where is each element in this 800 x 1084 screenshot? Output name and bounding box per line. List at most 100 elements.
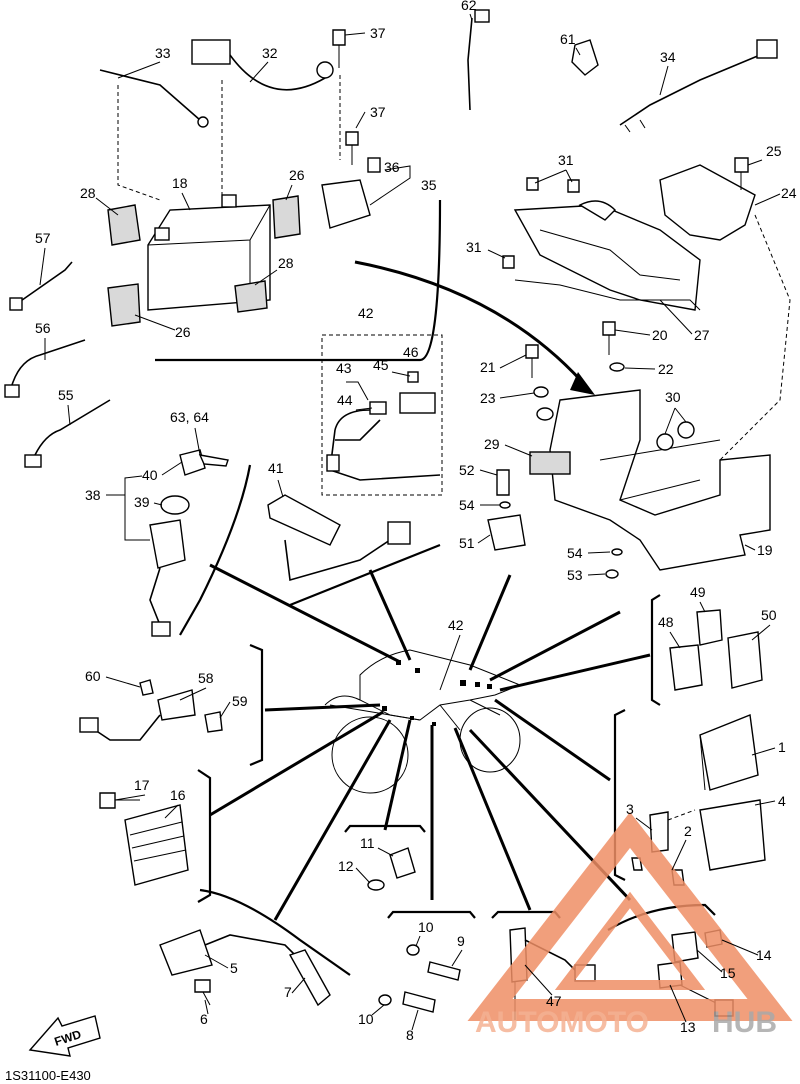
callout-31b: 31 (466, 239, 482, 255)
battery-pad-28b (234, 280, 268, 313)
callout-31a: 31 (558, 152, 574, 168)
callout-53: 53 (567, 567, 583, 583)
bracket-24 (659, 164, 756, 241)
callout-41: 41 (268, 460, 284, 476)
callout-26a: 26 (289, 167, 305, 183)
battery-pad-26b (107, 283, 141, 327)
rectifier-16 (124, 804, 189, 886)
callout-59: 59 (232, 693, 248, 709)
callout-32: 32 (262, 45, 278, 61)
callout-4: 4 (778, 793, 786, 809)
battery-box-bracket-27 (513, 204, 701, 311)
callout-9: 9 (457, 933, 465, 949)
ecu-group (613, 709, 766, 886)
callout-62: 62 (461, 0, 477, 13)
collar-22 (609, 362, 625, 372)
callout-61: 61 (560, 31, 576, 47)
arrow-to-box (354, 260, 587, 387)
callout-40: 40 (142, 467, 158, 483)
callout-48: 48 (658, 614, 674, 630)
callout-57: 57 (35, 230, 51, 246)
rectifier-group (99, 769, 212, 903)
wire-harness-detail (321, 334, 443, 496)
callout-43: 43 (336, 360, 352, 376)
ignition-coil-bracket (199, 888, 351, 976)
battery-cable-positive (229, 54, 326, 91)
callout-23: 23 (480, 390, 496, 406)
flasher-group (267, 494, 441, 607)
callout-20: 20 (652, 327, 668, 343)
battery-pad-26 (272, 195, 301, 239)
callout-46: 46 (403, 344, 419, 360)
callout-14: 14 (756, 947, 772, 963)
starter-relay (321, 179, 371, 229)
callout-11: 11 (360, 835, 375, 851)
callout-54a: 54 (459, 497, 475, 513)
sensor-58-bracket (249, 643, 264, 767)
ecu-1 (699, 714, 759, 791)
callout-34: 34 (660, 49, 676, 65)
motorcycle-outline (324, 649, 522, 794)
relay-49 (696, 609, 723, 646)
watermark-text-hub: HUB (712, 1006, 777, 1039)
callout-42b: 42 (448, 617, 464, 633)
callout-16: 16 (170, 787, 186, 803)
ignition-coil-5 (159, 929, 213, 976)
callout-6: 6 (200, 1011, 208, 1027)
callout-28a: 28 (80, 185, 96, 201)
flasher-group-bracket (289, 543, 441, 607)
callout-44: 44 (337, 392, 353, 408)
battery-group (99, 29, 442, 362)
callout-37b: 37 (370, 104, 386, 120)
cable-ties (4, 261, 111, 468)
callout-56: 56 (35, 320, 51, 336)
callout-33: 33 (155, 45, 171, 61)
o-ring-12 (367, 879, 385, 891)
key-40 (179, 449, 206, 476)
connector-51 (487, 514, 526, 551)
callout-5: 5 (230, 960, 238, 976)
harness-detail-box (321, 334, 443, 496)
callout-36: 36 (384, 159, 400, 175)
callout-63-64: 63, 64 (170, 409, 209, 425)
sensor-58-group (79, 643, 264, 767)
callout-39: 39 (134, 494, 150, 510)
callout-24: 24 (781, 185, 797, 201)
diagram-code: 1S31100-E430 (5, 1068, 91, 1083)
unit-41 (267, 494, 341, 546)
relay-48 (669, 644, 703, 691)
sensor-11-bracket (344, 824, 426, 833)
callout-45: 45 (373, 357, 389, 373)
damper-30a (656, 433, 674, 451)
callout-12: 12 (338, 858, 354, 874)
callout-37a: 37 (370, 25, 386, 41)
callout-27: 27 (694, 327, 710, 343)
callout-3: 3 (626, 801, 634, 817)
callout-19: 19 (757, 542, 773, 558)
relay-group-bracket (650, 594, 661, 706)
callout-numbers: 37 33 32 37 36 35 18 26 28 28 26 57 56 5… (35, 0, 797, 1043)
cap-39 (160, 495, 190, 515)
callout-21: 21 (480, 359, 496, 375)
pad-29 (529, 451, 571, 475)
battery (147, 194, 271, 311)
callout-15: 15 (720, 965, 736, 981)
switch-8 (402, 991, 436, 1013)
callout-54b: 54 (567, 545, 583, 561)
switch-bracket (387, 910, 476, 919)
switch-group-bracket (179, 464, 252, 636)
damper-30b (677, 421, 695, 439)
ecu-group-bracket (613, 709, 626, 881)
top-right-parts (467, 9, 778, 133)
callout-38: 38 (85, 487, 101, 503)
callout-26b: 26 (175, 324, 191, 340)
sensor-11-group (344, 824, 426, 891)
callout-28b: 28 (278, 255, 294, 271)
switch-8-9-group (378, 910, 476, 1013)
bracket-assembly (502, 157, 791, 461)
watermark-text-automoto: AUTOMOTO (475, 1006, 649, 1039)
sensor-58 (157, 689, 196, 721)
battery-group-bracket (155, 199, 442, 362)
callout-55: 55 (58, 387, 74, 403)
callout-30: 30 (665, 389, 681, 405)
